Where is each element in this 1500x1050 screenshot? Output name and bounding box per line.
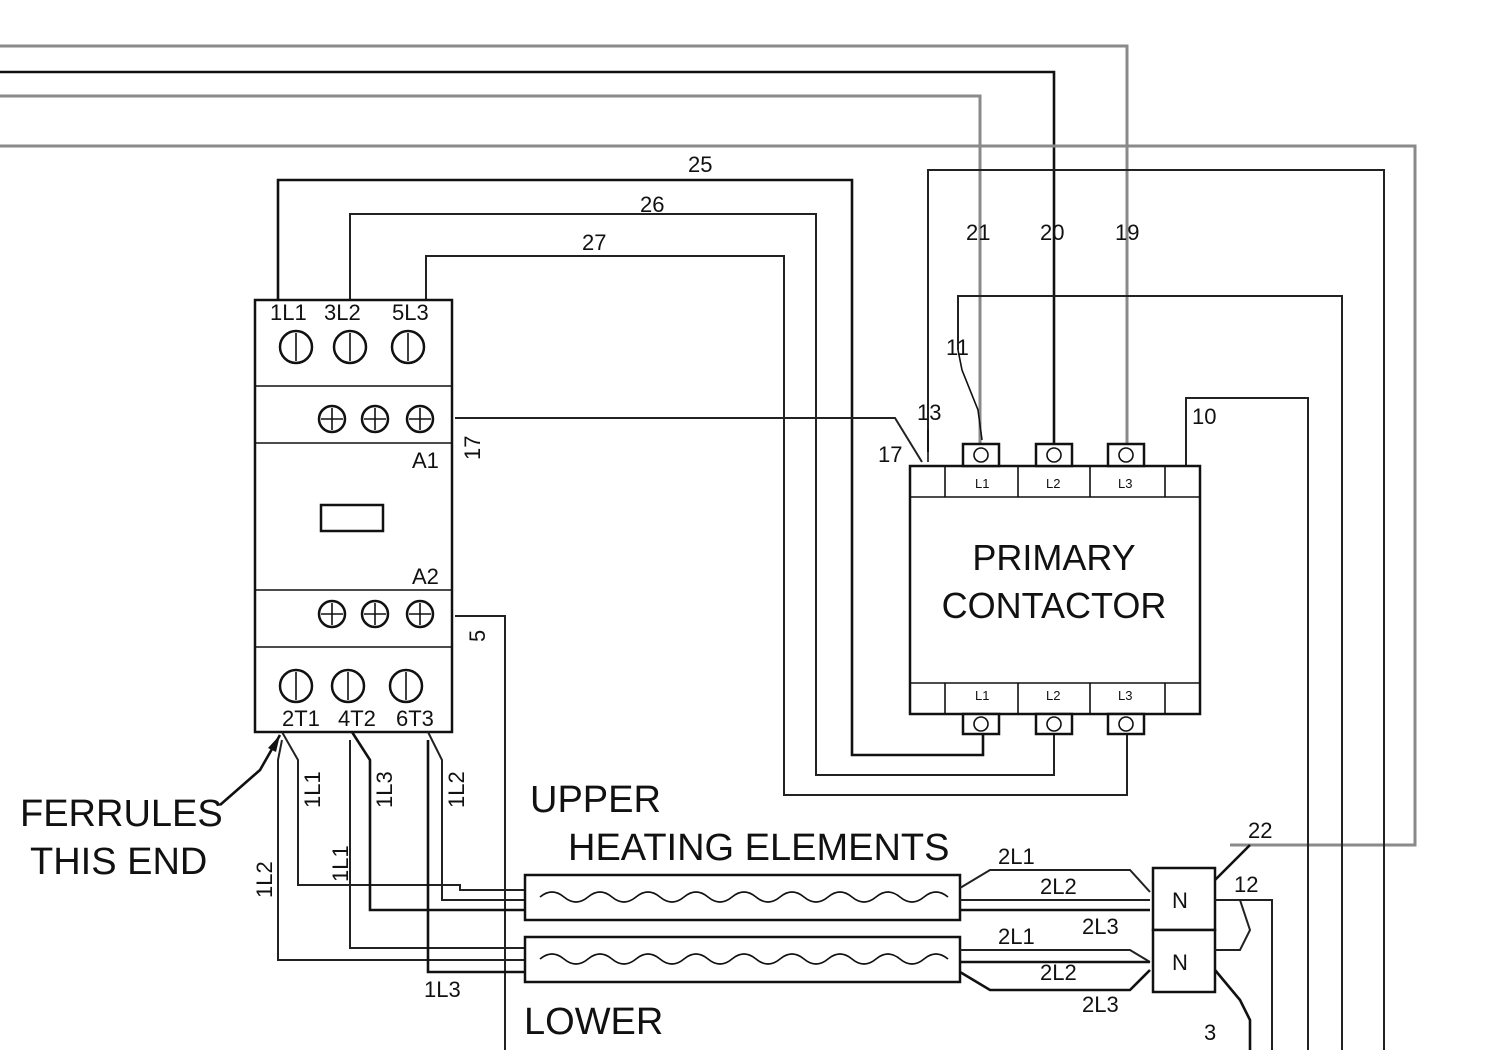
wire-17 — [455, 417, 923, 463]
wire-label-22: 22 — [1248, 818, 1272, 843]
primary-title-line2: CONTACTOR — [942, 585, 1167, 626]
primary-bottom-label-l3: L3 — [1118, 688, 1132, 703]
lower-heating-element — [523, 935, 962, 984]
junction-symbol-lower: N — [1172, 950, 1188, 975]
wire-label-12: 12 — [1234, 872, 1258, 897]
heating-elements-label: HEATING ELEMENTS — [568, 827, 949, 869]
terminal-label-5l3: 5L3 — [392, 300, 429, 325]
upper-label: UPPER — [530, 779, 661, 821]
lower-lead-2l1: 2L1 — [998, 924, 1035, 949]
wire-label-3: 3 — [1204, 1020, 1216, 1045]
upper-heating-element — [523, 873, 962, 922]
coil-label-a2: A2 — [412, 564, 439, 589]
wire-label-1l3-b: 1L3 — [424, 977, 461, 1002]
upper-lead-2l2: 2L2 — [1040, 874, 1077, 899]
primary-top-label-l2: L2 — [1046, 476, 1060, 491]
wire-label-13: 13 — [917, 400, 941, 425]
lower-label: LOWER — [524, 1001, 663, 1043]
terminal-label-6t3: 6T3 — [396, 706, 434, 731]
wire-label-19: 19 — [1115, 220, 1139, 245]
upper-lead-2l3: 2L3 — [1082, 914, 1119, 939]
wire-label-11: 11 — [946, 335, 969, 360]
supply-wires — [0, 44, 1417, 1050]
heating-elements — [523, 869, 1151, 992]
wire-label-26: 26 — [640, 192, 664, 217]
wire-label-10: 10 — [1192, 404, 1216, 429]
wire-label-20: 20 — [1040, 220, 1064, 245]
left-contactor: 1L1 3L2 5L3 A1 A2 2T1 4T2 6T3 — [253, 298, 454, 734]
wire-label-27: 27 — [582, 230, 606, 255]
terminal-label-1l1: 1L1 — [270, 300, 307, 325]
output-wires — [277, 731, 525, 974]
coil-label-a1: A1 — [412, 448, 439, 473]
wire-label-1l2-b: 1L2 — [252, 861, 277, 898]
wire-label-1l3-a: 1L3 — [372, 771, 397, 808]
ferrules-label-line2: THIS END — [30, 841, 207, 883]
wire-label-17-left: 17 — [460, 436, 485, 460]
wire-11-leader — [957, 349, 983, 441]
primary-top-label-l1: L1 — [975, 476, 989, 491]
wire-label-1l1-b: 1L1 — [328, 845, 353, 882]
text-labels: 25 26 27 21 20 19 11 13 17 10 17 5 1L1 1… — [20, 152, 1272, 1045]
wire-label-1l2-a: 1L2 — [444, 771, 469, 808]
wire-label-5: 5 — [465, 630, 490, 642]
lower-lead-2l3: 2L3 — [1082, 992, 1119, 1017]
wire-label-21: 21 — [966, 220, 990, 245]
primary-title-line1: PRIMARY — [972, 537, 1135, 578]
primary-bottom-label-l1: L1 — [975, 688, 989, 703]
terminal-label-3l2: 3L2 — [324, 300, 361, 325]
ferrules-arrow-head — [268, 735, 280, 752]
junction-symbol-upper: N — [1172, 888, 1188, 913]
wires-25-27 — [276, 178, 1128, 796]
terminal-label-2t1: 2T1 — [282, 706, 320, 731]
wire-label-1l1-a: 1L1 — [300, 771, 325, 808]
wire-label-25: 25 — [688, 152, 712, 177]
wire-label-17-primary: 17 — [878, 442, 902, 467]
primary-top-label-l3: L3 — [1118, 476, 1132, 491]
primary-bottom-label-l2: L2 — [1046, 688, 1060, 703]
wire-5 — [455, 615, 506, 1050]
primary-contactor: L1 L2 L3 L1 L2 L3 PRIMARY CONTACTOR — [908, 442, 1202, 736]
terminal-label-4t2: 4T2 — [338, 706, 376, 731]
junction-blocks: N N — [1151, 844, 1273, 1050]
upper-lead-2l1: 2L1 — [998, 844, 1035, 869]
ferrules-label-line1: FERRULES — [20, 793, 223, 835]
lower-lead-2l2: 2L2 — [1040, 960, 1077, 985]
